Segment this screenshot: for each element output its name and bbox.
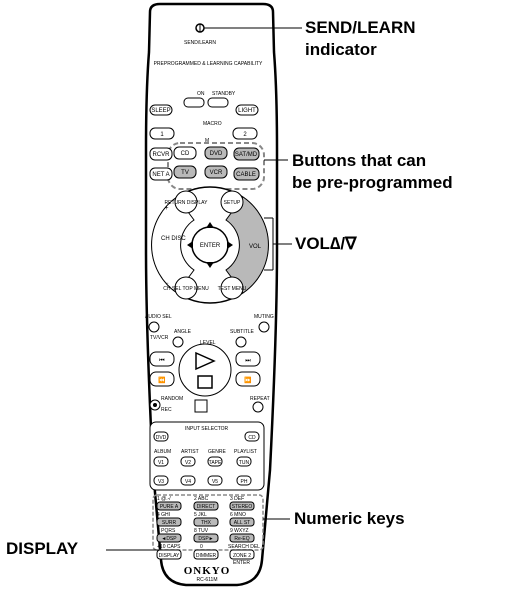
- capability-label: PREPROGRAMMED & LEARNING CAPABILITY: [154, 61, 263, 67]
- send-learn-callout-line1: SEND/LEARN: [305, 17, 416, 39]
- standby-label: STANDBY: [212, 91, 236, 97]
- rcvr-label: RCVR: [152, 152, 170, 158]
- test-menu-label: TEST MENU: [218, 286, 247, 292]
- display-button-label: DISPLAY: [159, 553, 180, 559]
- audio-sel-label: AUDIO SEL: [145, 314, 172, 320]
- audio-sel-button[interactable]: [149, 322, 159, 332]
- sat-md-label: SAT/MD: [235, 152, 258, 158]
- send-learn-label: SEND/LEARN: [184, 40, 216, 46]
- numeric-row-3: 7 PQRS 8 TUV 9 WXYZ ◄DSP DSP► Re-EQ: [157, 528, 254, 542]
- cd-label: CD: [181, 151, 190, 157]
- input-v4-label: V4: [185, 479, 191, 485]
- pure-a-label: PURE A: [160, 504, 179, 510]
- input-ph-label: PH: [241, 479, 248, 485]
- search-del-label: SEARCH DEL: [228, 544, 260, 550]
- input-v5-label: V5: [212, 479, 218, 485]
- re-eq-label: Re-EQ: [234, 536, 249, 542]
- stereo-label: STEREO: [232, 504, 253, 510]
- num-6-label: 6 MNO: [230, 512, 246, 518]
- return-display-label: RETURN DISPLAY: [165, 200, 209, 206]
- zone2-label: ZONE 2: [233, 553, 251, 559]
- dsp-left-label: ◄DSP: [161, 536, 177, 542]
- skip-forward-icon: ⏭: [245, 358, 251, 364]
- num-4-label: 4 GHI: [157, 512, 170, 518]
- dimmer-label: DIMMER: [196, 553, 217, 559]
- random-label: RANDOM: [161, 396, 183, 402]
- on-label: ON: [197, 91, 205, 97]
- preprog-callout-line2: be pre-programmed: [292, 172, 453, 194]
- setup-label: SETUP: [224, 200, 241, 206]
- dvd-label: DVD: [210, 151, 223, 157]
- genre-label: GENRE: [208, 449, 226, 455]
- send-learn-callout-line2: indicator: [305, 39, 416, 61]
- preprog-callout-line1: Buttons that can: [292, 150, 453, 172]
- input-v2-label: V2: [185, 460, 191, 466]
- num-10-label: +10 CAPS: [157, 544, 181, 550]
- input-tun-label: TUN: [239, 460, 250, 466]
- num-1-label: 1 @.-/: [157, 496, 171, 502]
- input-cd-label: CD: [248, 435, 256, 441]
- input-selector-label: INPUT SELECTOR: [185, 426, 229, 432]
- all-st-label: ALL ST: [234, 520, 251, 526]
- input-tape-label: TAPE: [209, 460, 222, 466]
- num-9-label: 9 WXYZ: [230, 528, 249, 534]
- vol-key-label: VOL: [249, 244, 262, 250]
- numeric-callout: Numeric keys: [294, 508, 405, 530]
- rec-label: REC: [161, 407, 172, 413]
- net-a-label: NET A: [152, 172, 169, 178]
- vcr-label: VCR: [210, 170, 223, 176]
- on-button[interactable]: [184, 98, 204, 107]
- stop-icon[interactable]: [198, 376, 212, 388]
- light-label: LIGHT: [238, 108, 256, 114]
- direct-label: DIRECT: [197, 504, 216, 510]
- muting-label: MUTING: [254, 314, 274, 320]
- send-learn-callout: SEND/LEARN indicator: [305, 17, 416, 61]
- vol-callout: VOL∆/∇: [295, 233, 356, 255]
- ch-sel-label: CH SEL TOP MENU: [163, 286, 209, 292]
- album-label: ALBUM: [154, 449, 171, 455]
- random-dot-icon: [153, 403, 157, 407]
- enter-label: ENTER: [200, 243, 221, 249]
- tv-vcr-label: TV/VCR: [150, 335, 169, 341]
- angle-button[interactable]: [173, 337, 183, 347]
- input-v3-label: V3: [158, 479, 164, 485]
- rewind-icon: ⏪: [158, 376, 166, 384]
- num-7-label: 7 PQRS: [157, 528, 176, 534]
- repeat-label: REPEAT: [250, 396, 270, 402]
- surr-label: SURR: [162, 520, 177, 526]
- cable-label: CABLE: [236, 172, 256, 178]
- dsp-right-label: DSP►: [198, 536, 213, 542]
- num-5-label: 5 JKL: [194, 512, 207, 518]
- thx-label: THX: [201, 520, 212, 526]
- preprog-callout: Buttons that can be pre-programmed: [292, 150, 453, 194]
- display-callout: DISPLAY: [6, 538, 78, 560]
- input-v1-label: V1: [158, 460, 164, 466]
- repeat-button[interactable]: [253, 402, 263, 412]
- pause-button[interactable]: [195, 400, 207, 412]
- brand-logo: ONKYO: [184, 565, 231, 577]
- subtitle-label: SUBTITLE: [230, 329, 255, 335]
- num-2-label: 2 ABC: [194, 496, 209, 502]
- ch-disc-label: CH DISC: [161, 236, 186, 242]
- num-3-label: 3 DEF: [230, 496, 244, 502]
- tv-label: TV: [181, 170, 189, 176]
- model-label: RC-611M: [196, 577, 217, 583]
- standby-button[interactable]: [208, 98, 228, 107]
- enter-small-label: ENTER: [233, 560, 250, 566]
- num-8-label: 8 TUV: [194, 528, 209, 534]
- ch-plus-icon: +: [165, 206, 169, 212]
- num-0-label: 0: [200, 544, 203, 550]
- macro-label: MACRO: [203, 121, 222, 127]
- angle-label: ANGLE: [174, 329, 192, 335]
- fast-forward-icon: ⏩: [244, 376, 252, 384]
- skip-back-icon: ⏮: [159, 358, 165, 364]
- input-dvd-label: DVD: [156, 435, 167, 441]
- subtitle-button[interactable]: [236, 337, 246, 347]
- muting-button[interactable]: [259, 322, 269, 332]
- sleep-label: SLEEP: [151, 108, 170, 114]
- artist-label: ARTIST: [181, 449, 199, 455]
- playlist-label: PLAYLIST: [234, 449, 257, 455]
